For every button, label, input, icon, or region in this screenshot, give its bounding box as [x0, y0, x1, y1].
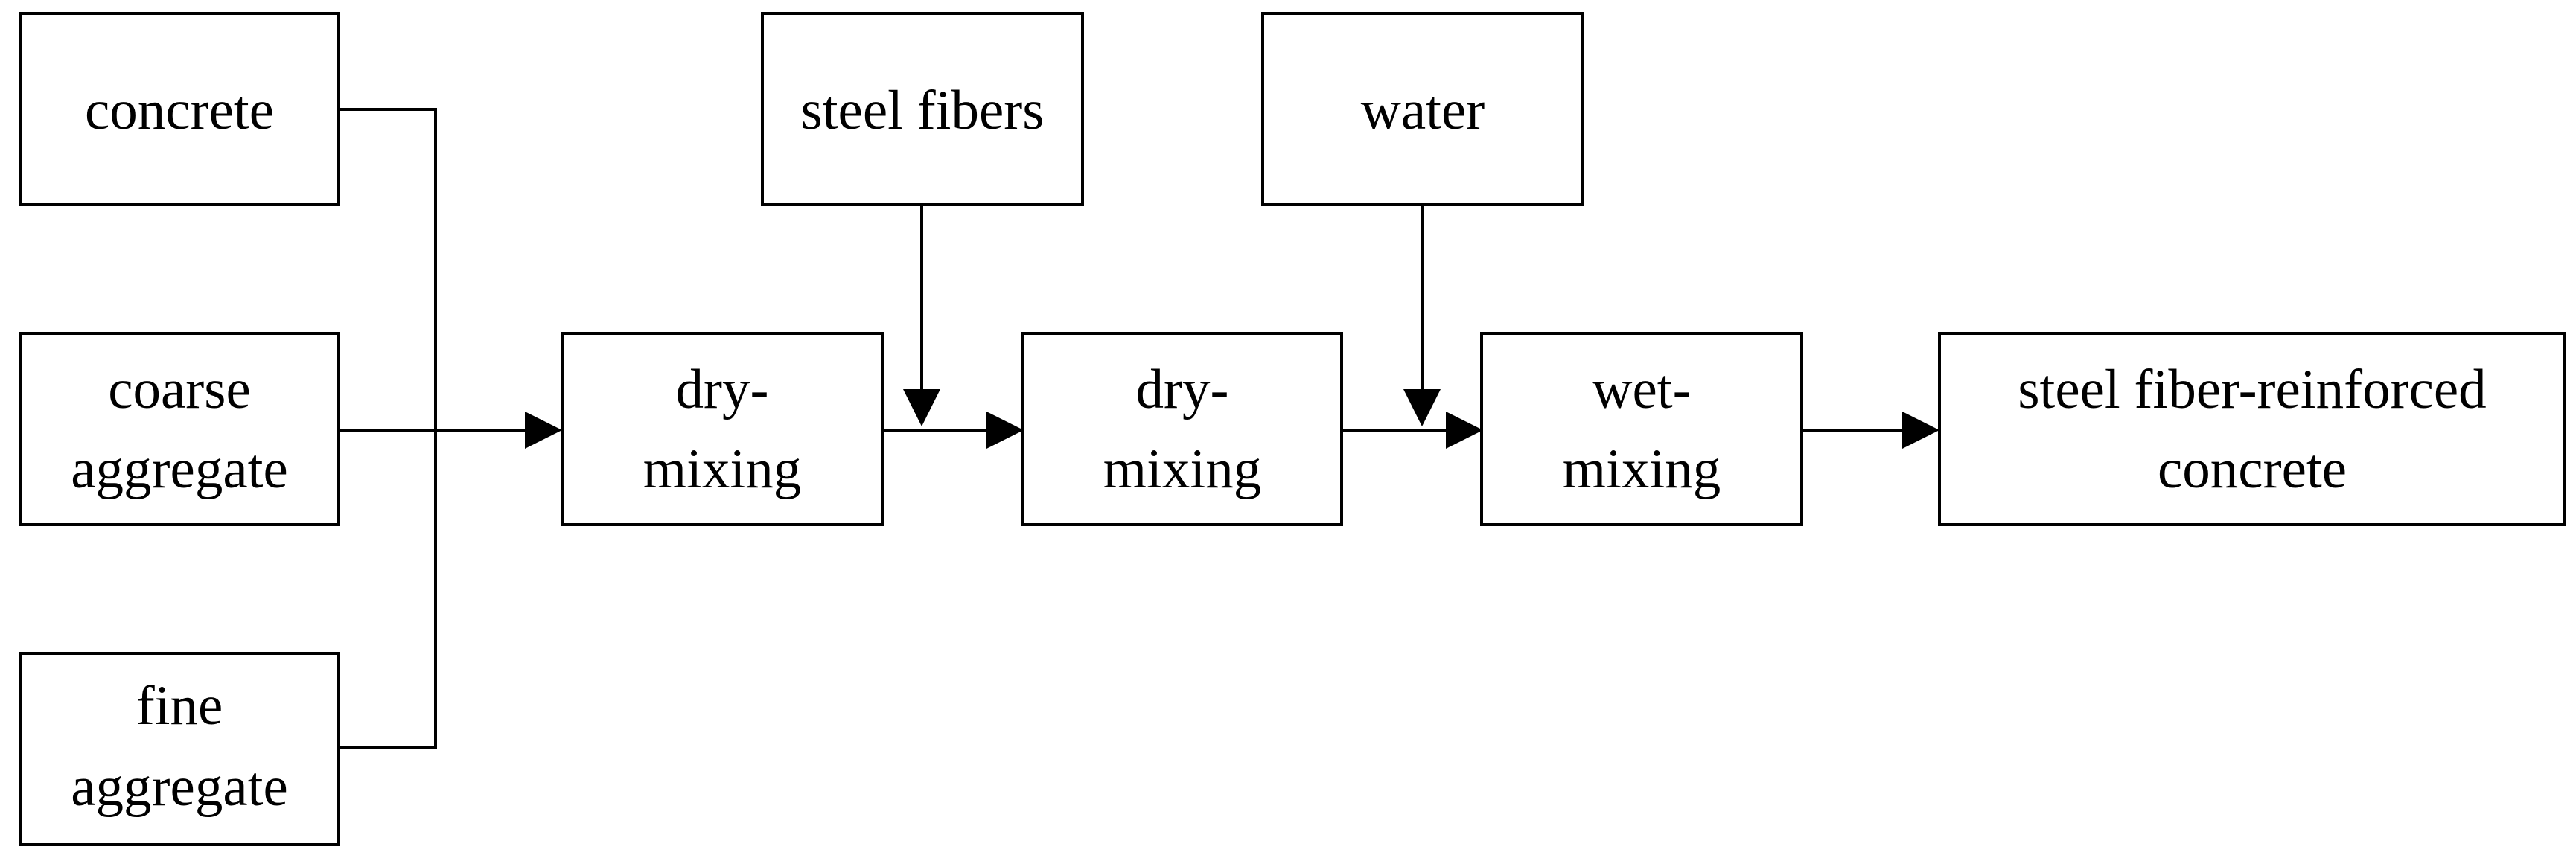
arrowhead-dry-mixing-1 [525, 412, 562, 449]
node-label-line: fine [136, 675, 223, 737]
arrowhead-water [1403, 389, 1441, 426]
node-wet-mixing: wet- mixing [1480, 332, 1803, 526]
connectors [339, 108, 1939, 749]
node-water: water [1261, 12, 1584, 206]
node-label-line: wet- [1592, 359, 1691, 420]
edge-concrete-to-merge [339, 108, 437, 430]
arrowhead-steel-fibers [903, 389, 940, 426]
node-label-line: dry- [676, 359, 769, 420]
node-steel-fiber-reinforced-concrete: steel fiber-reinforced concrete [1938, 332, 2566, 526]
node-label-line: coarse [108, 359, 251, 420]
node-label-line: mixing [1103, 438, 1262, 500]
node-label-line: steel fibers [801, 80, 1045, 141]
node-dry-mixing-1: dry- mixing [561, 332, 884, 526]
arrowhead-sfrc [1902, 412, 1939, 449]
edge-fine-aggregate-to-merge [339, 430, 437, 749]
node-label-line: water [1361, 80, 1485, 141]
arrowhead-wet-mixing [1446, 412, 1483, 449]
node-label-line: aggregate [71, 438, 287, 500]
node-dry-mixing-2: dry- mixing [1021, 332, 1343, 526]
node-steel-fibers: steel fibers [761, 12, 1084, 206]
node-coarse-aggregate: coarse aggregate [19, 332, 340, 526]
node-label-line: mixing [1563, 438, 1721, 500]
node-label-line: mixing [643, 438, 802, 500]
node-label-line: concrete [85, 80, 274, 141]
node-label-line: steel fiber-reinforced [2018, 359, 2486, 420]
node-label-line: concrete [2158, 438, 2347, 500]
node-label-line: aggregate [71, 756, 287, 818]
arrowhead-dry-mixing-2 [986, 412, 1024, 449]
node-label-line: dry- [1136, 359, 1229, 420]
node-concrete: concrete [19, 12, 340, 206]
node-fine-aggregate: fine aggregate [19, 652, 340, 846]
